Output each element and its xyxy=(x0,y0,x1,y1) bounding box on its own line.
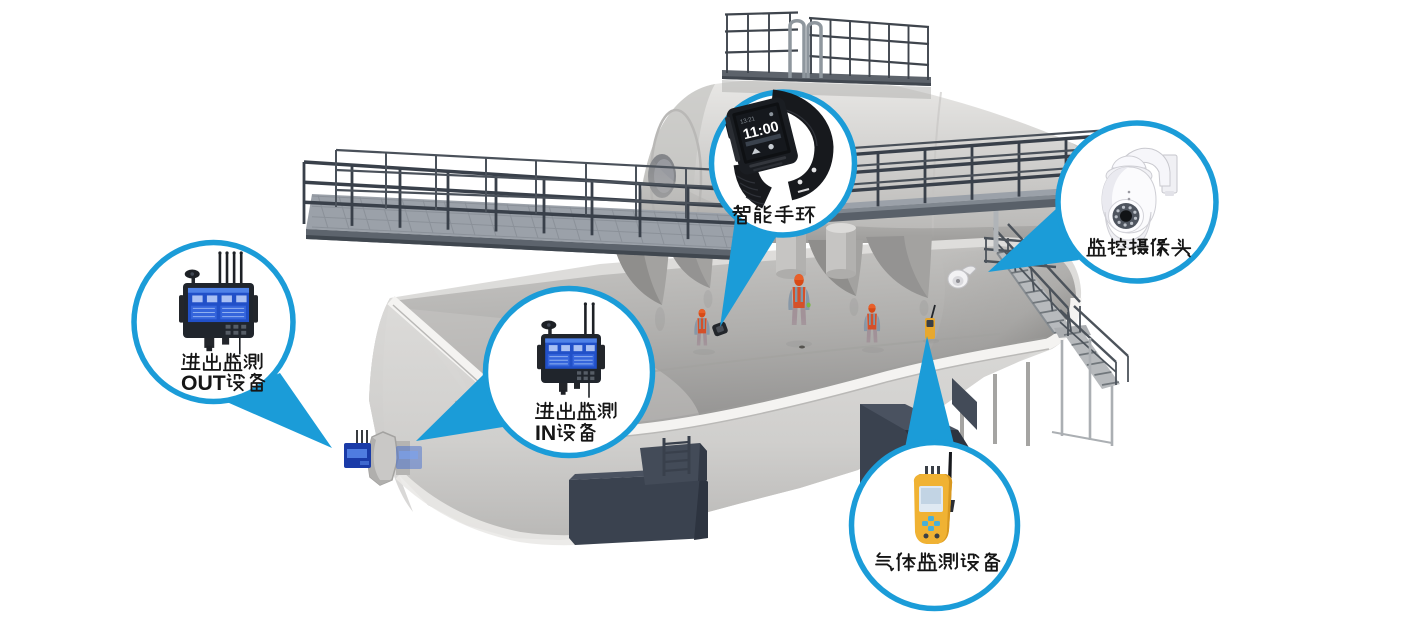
svg-text:13:21: 13:21 xyxy=(740,116,757,126)
svg-text:IN: IN xyxy=(535,422,556,445)
svg-text:OUT: OUT xyxy=(181,372,226,395)
